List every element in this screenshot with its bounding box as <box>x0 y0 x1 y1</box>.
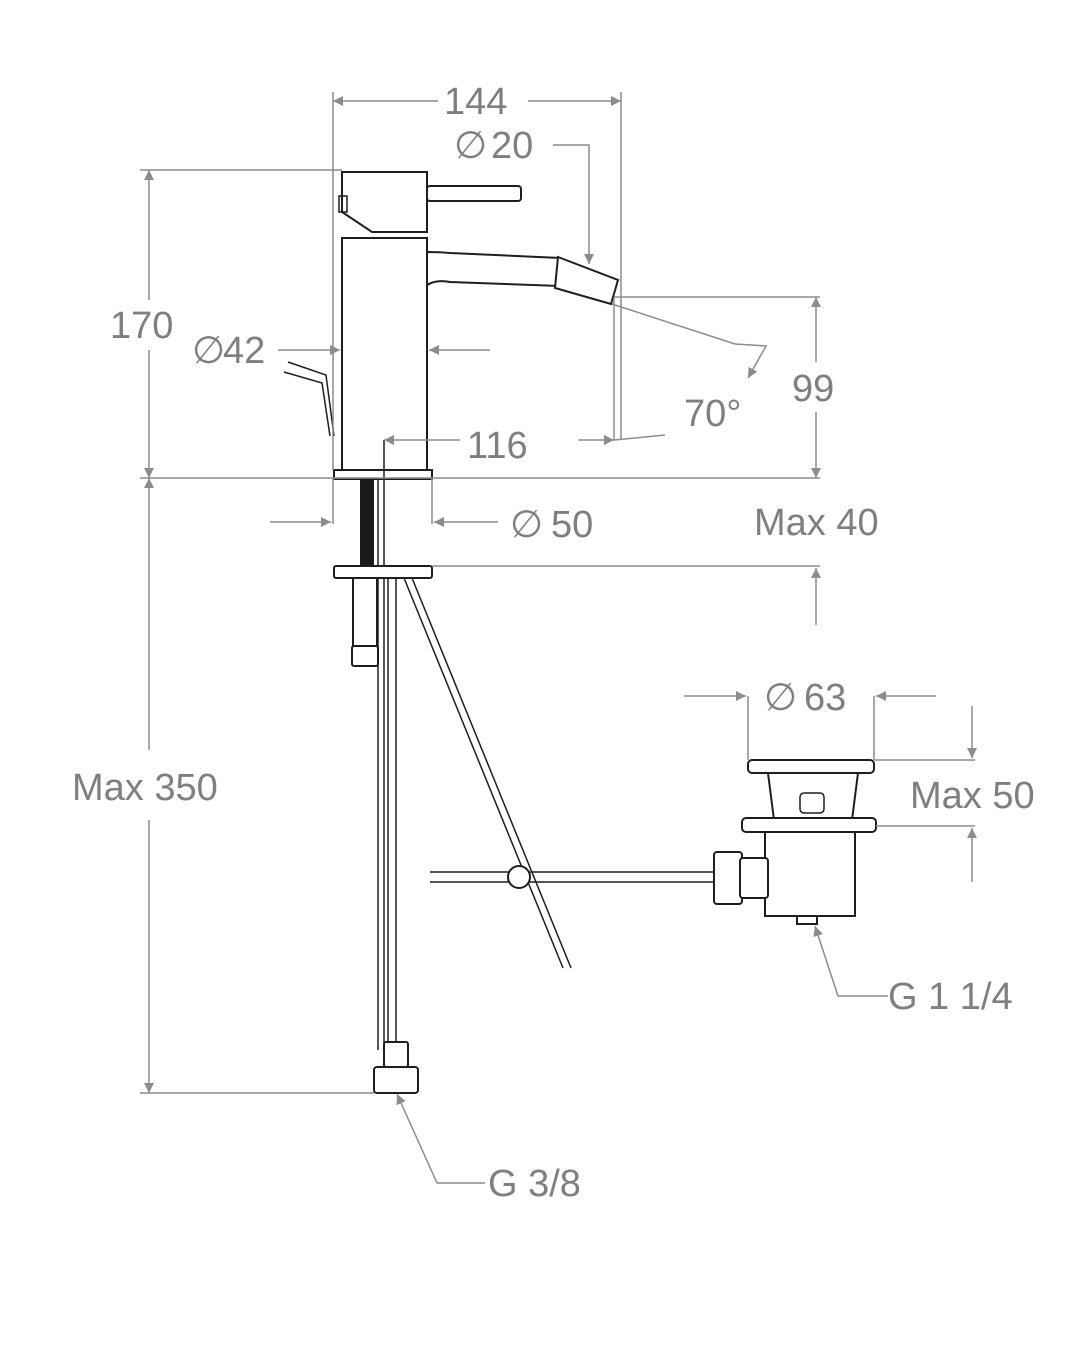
label-waste-thread: G 1 1/4 <box>888 976 1013 1018</box>
handle-cap <box>341 171 428 233</box>
diameter-symbol-spout: ∅ <box>454 125 487 167</box>
diameter-symbol-base: ∅ <box>510 504 543 546</box>
label-spout-angle: 70° <box>684 393 741 435</box>
spout <box>426 250 561 288</box>
hose-stub <box>352 577 378 647</box>
label-width-total: 144 <box>444 81 507 123</box>
label-spout-reach: 116 <box>467 425 528 467</box>
label-spout-height: 99 <box>792 368 834 410</box>
spout-nozzle <box>553 255 620 306</box>
waste-slot <box>799 792 825 814</box>
waste-thread-end <box>796 915 818 925</box>
popup-lever <box>287 361 335 437</box>
hose-nut-upper <box>383 1041 409 1068</box>
waste-side-nut <box>713 851 743 905</box>
linkage-rod <box>403 577 564 969</box>
diameter-symbol-body: ∅ <box>192 330 225 372</box>
waste-cap <box>747 759 875 774</box>
label-body-diameter: 42 <box>223 330 265 372</box>
faucet-body <box>283 171 714 1094</box>
dimension-lines <box>140 92 977 1184</box>
label-spout-diameter: 20 <box>491 125 533 167</box>
hose-nut-lower <box>373 1066 419 1094</box>
dimension-labels: 144 ∅ 20 170 ∅ 42 99 70° 116 ∅ 50 Max 40… <box>72 81 1035 1205</box>
waste-side-inlet <box>739 857 769 899</box>
hose-fitting <box>351 645 379 667</box>
label-waste-diameter: 63 <box>804 677 846 719</box>
handle-pin <box>338 195 348 213</box>
label-height-total: 170 <box>110 305 173 347</box>
lever-handle <box>426 185 522 202</box>
label-supply-thread: G 3/8 <box>488 1163 581 1205</box>
waste-flange <box>741 817 877 833</box>
label-base-diameter: 50 <box>551 504 593 546</box>
diameter-symbol-waste: ∅ <box>764 677 797 719</box>
label-deck-thickness: Max 40 <box>754 502 879 544</box>
label-supply-length: Max 350 <box>72 767 218 809</box>
waste-body <box>764 831 856 917</box>
lock-plate <box>333 565 433 579</box>
body-cylinder <box>341 237 428 471</box>
threaded-rod <box>360 479 374 570</box>
base-flange <box>333 469 433 480</box>
pivot-ball <box>507 865 531 889</box>
label-basin-thickness: Max 50 <box>910 775 1035 817</box>
waste-assembly <box>713 759 877 925</box>
